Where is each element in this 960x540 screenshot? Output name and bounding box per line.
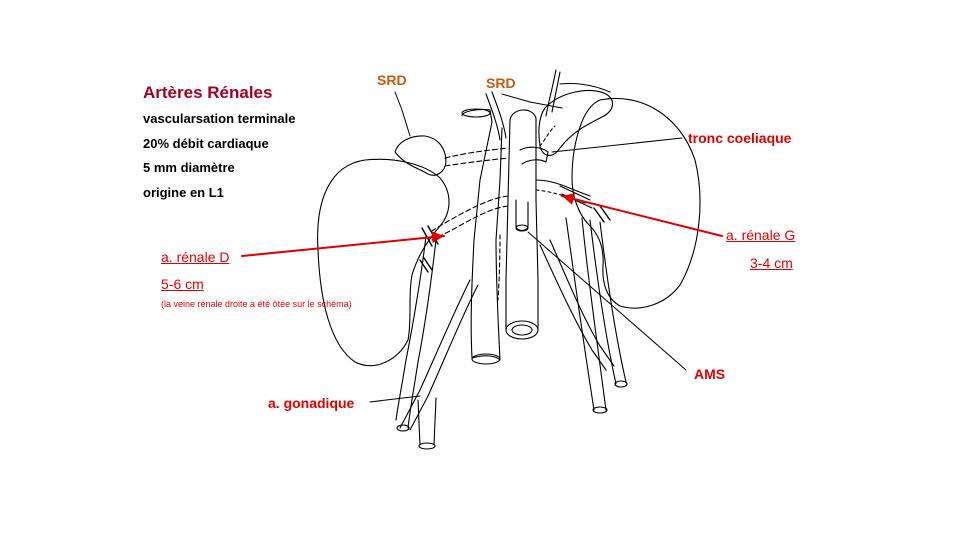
label-srd-right: SRD [486,75,516,91]
label-ams: AMS [694,366,726,382]
leader-srd-left [394,91,411,137]
label-gonadique: a. gonadique [268,395,355,411]
arrow-renale-d [241,231,445,257]
fact-debit: 20% débit cardiaque [143,136,269,151]
fact-vascularisation: vascularsation terminale [143,111,296,126]
right-kidney [317,158,450,367]
leader-srd-right [501,93,563,109]
label-renale-g: a. rénale G [726,227,796,243]
fact-diametre: 5 mm diamètre [143,160,235,175]
leader-gonadique [369,395,421,403]
celiac-trunk [519,146,549,165]
aorta-cut-bottom [505,320,539,340]
leader-tronc-coeliaque [551,137,683,153]
arrow-renale-g [561,193,723,237]
label-srd-left: SRD [377,72,407,88]
label-renale-d-size: 5-6 cm [161,276,204,292]
right-adrenal [394,135,447,176]
left-kidney [571,97,701,309]
label-tronc-coeliaque: tronc coeliaque [688,130,792,146]
note-veine-renale: (la veine rénale droite a été ôtée sur l… [161,299,352,309]
aorta [505,109,539,331]
vena-cava-cut-bottom [471,353,501,365]
vena-cava [461,108,503,361]
label-renale-d: a. rénale D [161,249,230,265]
leader-ams [527,231,687,371]
vena-cava-cut-top [461,108,491,118]
right-renal-artery-drawing [429,195,509,233]
label-renale-g-size: 3-4 cm [750,255,793,271]
fact-origine: origine en L1 [143,185,224,200]
slide-title: Artères Rénales [143,83,273,102]
right-gonadal-vessel [399,279,479,431]
left-adrenal [538,89,614,156]
